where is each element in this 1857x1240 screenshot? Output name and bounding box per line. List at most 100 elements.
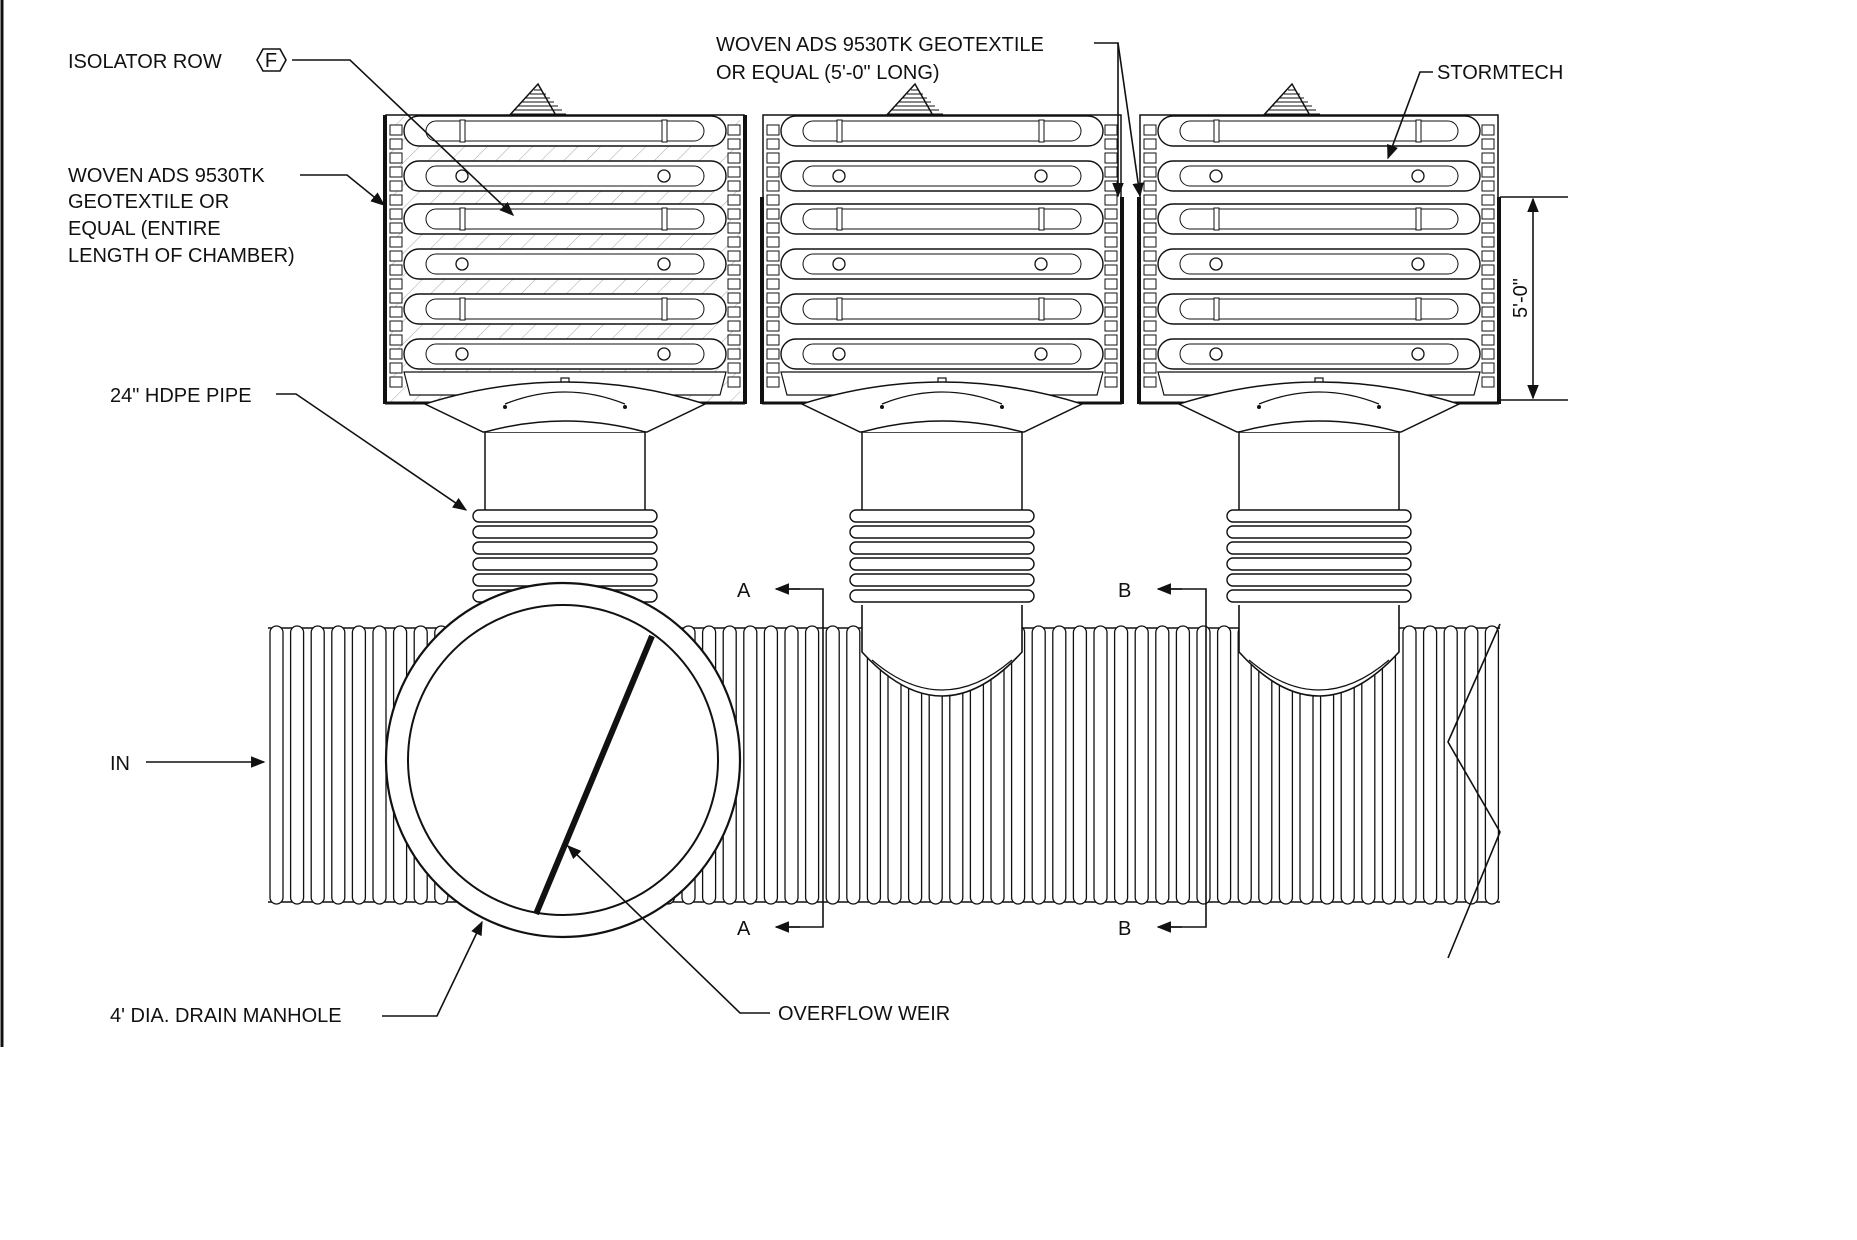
pipe-corrugation [1216, 625, 1232, 905]
pipe-corrugation [1422, 625, 1438, 905]
pipe-corrugation [743, 625, 758, 905]
pipe-corrugation [1484, 625, 1500, 905]
pipe-coupler-rib [849, 573, 1035, 587]
isolator-row-label: ISOLATOR ROW [68, 51, 222, 73]
chamber-corrugation [1157, 115, 1481, 147]
dimension-label: 5'-0" [1510, 278, 1532, 318]
pipe-coupler-rib [472, 541, 658, 555]
isolator-tag-hexagon [256, 48, 287, 72]
pipe-corrugation [289, 625, 305, 905]
chamber-corrugation [780, 338, 1104, 370]
connection-pipe [1238, 431, 1400, 513]
pipe-coupler-rib [849, 589, 1035, 603]
pipe-corrugation [784, 625, 799, 905]
chamber-corrugation [1157, 203, 1481, 235]
pipe-corrugation [1402, 625, 1417, 905]
pipe-coupler-rib [1226, 509, 1412, 523]
pipe-coupler-rib [849, 557, 1035, 571]
pipe-coupler-rib [1226, 541, 1412, 555]
inlet-label: IN [110, 753, 130, 775]
dimension-5ft: 5'-0" [1500, 196, 1568, 401]
end-cap-funnel [799, 381, 1085, 433]
drain-manhole [384, 581, 742, 939]
pipe-corrugation [825, 625, 840, 905]
tee-connection [861, 605, 1023, 697]
pipe-corrugation [1031, 625, 1046, 905]
chamber-corrugation [403, 293, 727, 325]
drawing-canvas: A A B B 5'-0" ISOLATOR ROW F WOVEN ADS 9… [0, 0, 1568, 1047]
chamber-corrugation [1157, 160, 1481, 192]
pipe-corrugation [1237, 625, 1252, 905]
callouts: ISOLATOR ROW F WOVEN ADS 9530TK GEOTEXTI… [68, 34, 1563, 1027]
stormtech-chamber [383, 82, 747, 603]
pipe-corrugation [1052, 625, 1067, 905]
stormtech-chamber [1137, 82, 1501, 697]
chamber-corrugation [780, 248, 1104, 280]
pipe-corrugation [1010, 625, 1026, 905]
isolator-row-plan-diagram: A A B B 5'-0" ISOLATOR ROW F WOVEN ADS 9… [0, 0, 1568, 1047]
geotextile-5ft-line2: OR EQUAL (5'-0" LONG) [716, 62, 940, 84]
pipe-corrugation [331, 625, 346, 905]
geotextile-entire-line3: EQUAL (ENTIRE [68, 218, 221, 240]
chamber-corrugation [403, 338, 727, 370]
end-cap-funnel [422, 381, 708, 433]
chamber-corrugation [1157, 248, 1481, 280]
geotextile-entire-line2: GEOTEXTILE OR [68, 191, 229, 213]
chamber-corrugation [1157, 338, 1481, 370]
pipe-corrugation [372, 625, 387, 905]
section-cut-b: B B [1118, 580, 1207, 940]
pipe-coupler-rib [849, 509, 1035, 523]
pipe-corrugation [1134, 625, 1149, 905]
chamber-corrugation [403, 115, 727, 147]
section-b-bottom-label: B [1118, 918, 1131, 940]
tee-connection [1238, 605, 1400, 697]
pipe-corrugation [351, 625, 367, 905]
chamber-corrugation [780, 203, 1104, 235]
pipe-corrugation [1196, 625, 1211, 905]
pipe-corrugation [1113, 625, 1129, 905]
isolator-tag-label: F [265, 50, 277, 72]
chamber-corrugation [780, 293, 1104, 325]
chamber-corrugation [403, 248, 727, 280]
stormtech-label: STORMTECH [1437, 62, 1563, 84]
overflow-weir [533, 634, 655, 916]
break-line [1447, 623, 1501, 959]
pipe-coupler-rib [472, 509, 658, 523]
pipe-coupler-rib [1226, 589, 1412, 603]
pipe-corrugation [1464, 625, 1479, 905]
geotextile-entire-line1: WOVEN ADS 9530TK [68, 165, 265, 187]
pipe-coupler-rib [849, 541, 1035, 555]
section-a-top-label: A [737, 580, 751, 602]
end-cap-funnel [1176, 381, 1462, 433]
geotextile-entire-line4: LENGTH OF CHAMBER) [68, 245, 295, 267]
chamber-corrugation [1157, 293, 1481, 325]
section-cut-a: A A [737, 580, 824, 940]
pipe-corrugation [804, 625, 820, 905]
pipe-corrugation [763, 625, 779, 905]
section-b-top-label: B [1118, 580, 1131, 602]
chamber-corrugation [403, 203, 727, 235]
pipe-corrugation [846, 625, 861, 905]
connection-pipe [484, 431, 646, 513]
pipe-corrugation [1175, 625, 1191, 905]
chamber-corrugation [403, 160, 727, 192]
pipe-coupler-rib [472, 525, 658, 539]
pipe-corrugation [310, 625, 325, 905]
chamber-corrugation [780, 160, 1104, 192]
pipe-corrugation [269, 625, 284, 905]
connection-pipe [861, 431, 1023, 513]
pipe-corrugation [1072, 625, 1088, 905]
pipe-coupler-rib [472, 557, 658, 571]
pipe-corrugation [1155, 625, 1170, 905]
pipe-label: 24" HDPE PIPE [110, 385, 252, 407]
pipe-corrugation [1443, 625, 1458, 905]
section-a-bottom-label: A [737, 918, 751, 940]
geotextile-5ft-line1: WOVEN ADS 9530TK GEOTEXTILE [716, 34, 1044, 56]
pipe-corrugation [1093, 625, 1108, 905]
pipe-coupler-rib [1226, 557, 1412, 571]
stormtech-chamber [760, 82, 1124, 697]
chamber-corrugation [780, 115, 1104, 147]
manhole-label: 4' DIA. DRAIN MANHOLE [110, 1005, 342, 1027]
pipe-coupler-rib [1226, 525, 1412, 539]
pipe-coupler-rib [849, 525, 1035, 539]
